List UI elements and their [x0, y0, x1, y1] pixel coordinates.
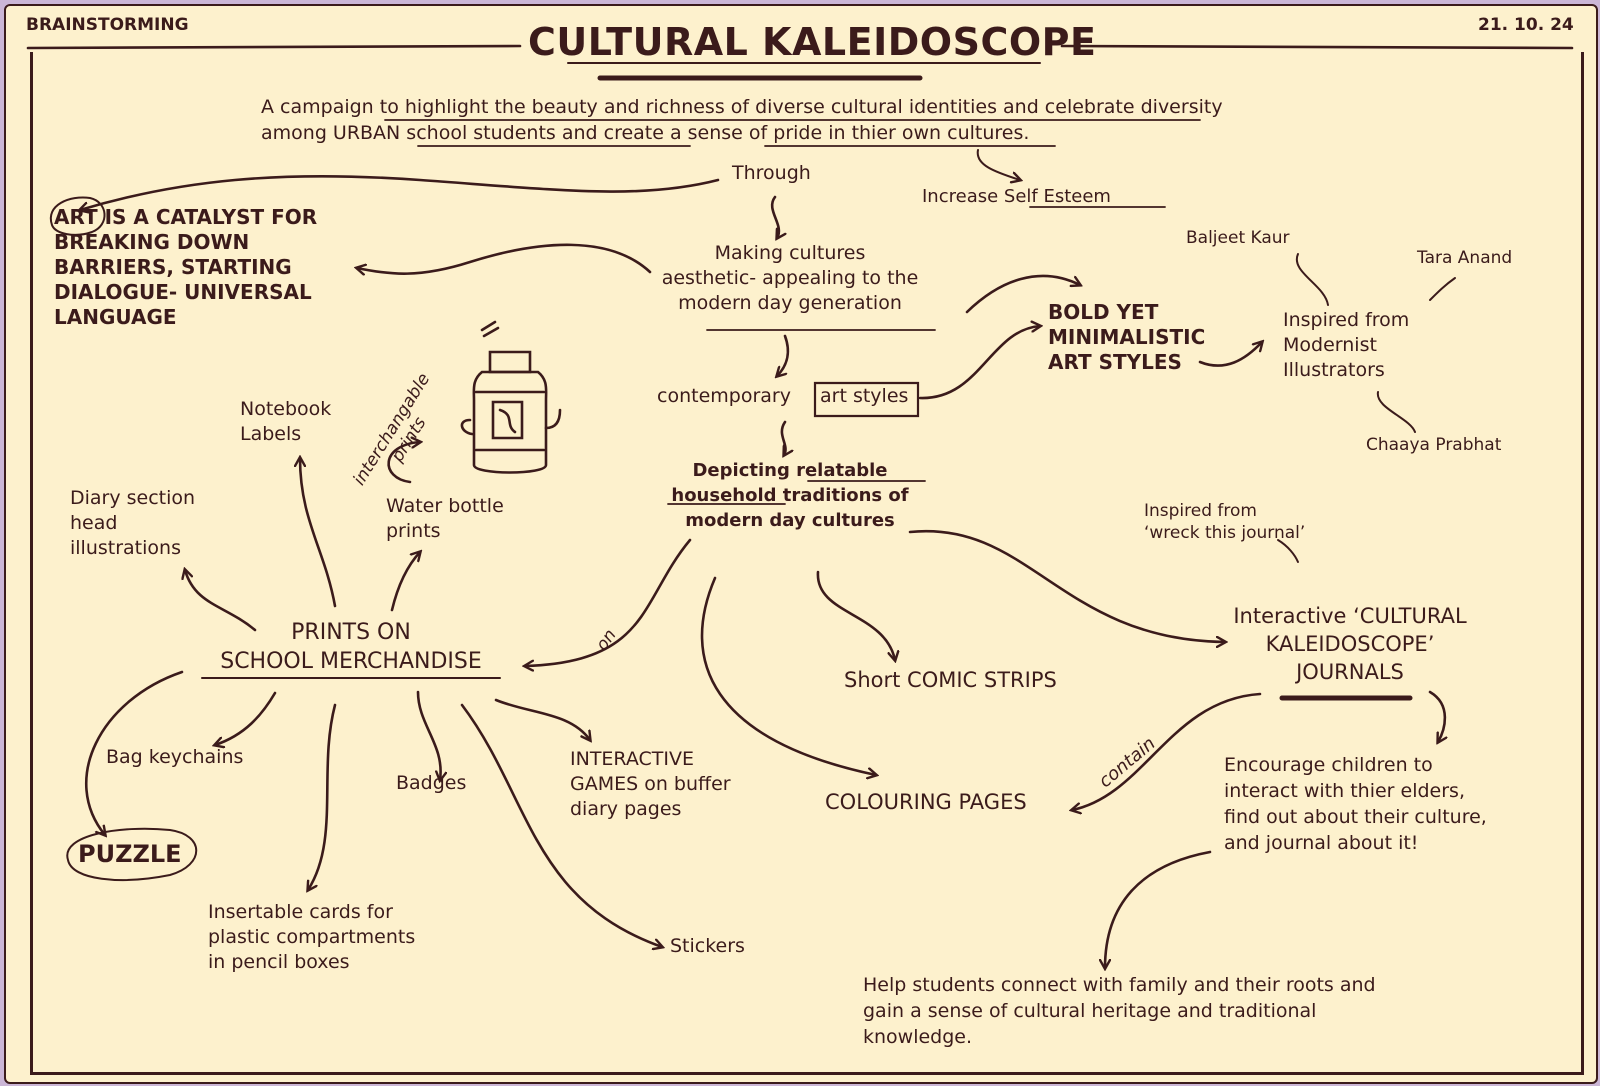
node-prints-on-merchandise: PRINTS ON SCHOOL MERCHANDISE — [220, 620, 482, 674]
arrow-making-to-bold — [965, 274, 1080, 314]
node-notebook-labels: Notebook Labels — [240, 398, 332, 445]
node-tara-anand: Tara Anand — [1417, 248, 1513, 268]
page-title: CULTURAL KALEIDOSCOPE — [528, 20, 1097, 64]
date-label: 21. 10. 24 — [1478, 15, 1574, 35]
node-puzzle: PUZZLE — [78, 840, 182, 868]
arrow-prints-to-games — [494, 698, 590, 740]
arrow-through-to-making — [770, 195, 779, 238]
art-styles-box — [813, 381, 920, 418]
node-badges: Badges — [396, 772, 467, 794]
arrow-prints-to-diary — [185, 570, 257, 632]
node-help-students: Help students connect with family and th… — [863, 974, 1376, 1048]
art-circle — [49, 196, 106, 236]
arrow-prints-to-puzzle — [85, 670, 184, 835]
node-wreck-this-journal: Inspired from ‘wreck this journal’ — [1144, 501, 1306, 543]
node-bold-minimalistic: BOLD YET MINIMALISTIC ART STYLES — [1048, 300, 1206, 374]
sheet-frame — [30, 52, 1584, 1075]
node-art-styles: art styles — [820, 385, 909, 407]
node-water-bottle-prints: Water bottle prints — [386, 495, 504, 542]
arrow-prints-to-badges — [416, 690, 441, 780]
node-colouring-pages: COLOURING PAGES — [825, 790, 1027, 814]
arrow-prints-to-keychains — [215, 691, 277, 745]
arrow-prints-to-notebook — [300, 458, 337, 608]
arrow-prints-to-water — [390, 552, 420, 612]
node-increase-self-esteem: Increase Self Esteem — [922, 186, 1111, 207]
node-through: Through — [732, 162, 811, 184]
node-chaaya-prabhat: Chaaya Prabhat — [1366, 435, 1502, 455]
node-interactive-games: INTERACTIVE GAMES on buffer diary pages — [570, 748, 731, 820]
node-contemporary: contemporary — [657, 385, 791, 407]
node-encourage-children: Encourage children to interact with thie… — [1224, 754, 1487, 854]
arrow-prints-to-stickers — [460, 703, 662, 947]
brainstorming-label: BRAINSTORMING — [26, 15, 189, 35]
arrow-making-to-art — [357, 243, 652, 274]
node-making-cultures: Making cultures aesthetic- appealing to … — [661, 242, 919, 314]
arrow-bold-to-inspired — [1198, 342, 1262, 367]
node-art-catalyst: ART IS A CATALYST FOR BREAKING DOWN BARR… — [54, 205, 318, 329]
arrow-journals-to-colouring — [1072, 692, 1262, 810]
title-left-rule — [26, 44, 522, 50]
arrow-contemporary-to-depicting — [780, 420, 786, 455]
title-right-rule — [1060, 44, 1574, 50]
arrow-depicting-to-comic — [816, 570, 895, 660]
arrow-depicting-to-prints — [525, 538, 692, 666]
node-insertable-cards: Insertable cards for plastic compartment… — [208, 901, 416, 973]
puzzle-oval — [66, 827, 198, 881]
node-interactive-journals: Interactive ‘CULTURAL KALEIDOSCOPE’ JOUR… — [1233, 604, 1467, 684]
arrow-prints-to-insertable — [308, 703, 337, 890]
arrow-encourage-to-help — [1105, 850, 1212, 968]
increase-arrow — [976, 149, 1020, 180]
arrow-artstyles-to-bold — [918, 326, 1040, 400]
node-inspired-modernist: Inspired from Modernist Illustrators — [1283, 309, 1410, 381]
brainstorm-sheet — [4, 4, 1598, 1084]
arrow-journals-to-encourage — [1428, 690, 1445, 742]
intro-line-2: among URBAN school students and create a… — [261, 122, 1030, 144]
arrow-depicting-to-colouring — [700, 576, 876, 775]
intro-line-1: A campaign to highlight the beauty and r… — [261, 96, 1223, 118]
node-diary-section: Diary section head illustrations — [70, 487, 196, 559]
node-stickers: Stickers — [670, 935, 745, 957]
node-baljeet-kaur: Baljeet Kaur — [1186, 228, 1290, 248]
node-short-comic-strips: Short COMIC STRIPS — [844, 668, 1057, 692]
node-bag-keychains: Bag keychains — [106, 746, 244, 768]
node-depicting-traditions: Depicting relatable household traditions… — [671, 460, 909, 531]
bottle-curl-arrow — [387, 442, 420, 484]
water-bottle-sketch — [460, 320, 562, 474]
arrow-depicting-to-journals — [908, 529, 1225, 642]
arrow-through-to-art — [80, 174, 720, 210]
arrow-making-to-contemporary — [777, 334, 790, 376]
